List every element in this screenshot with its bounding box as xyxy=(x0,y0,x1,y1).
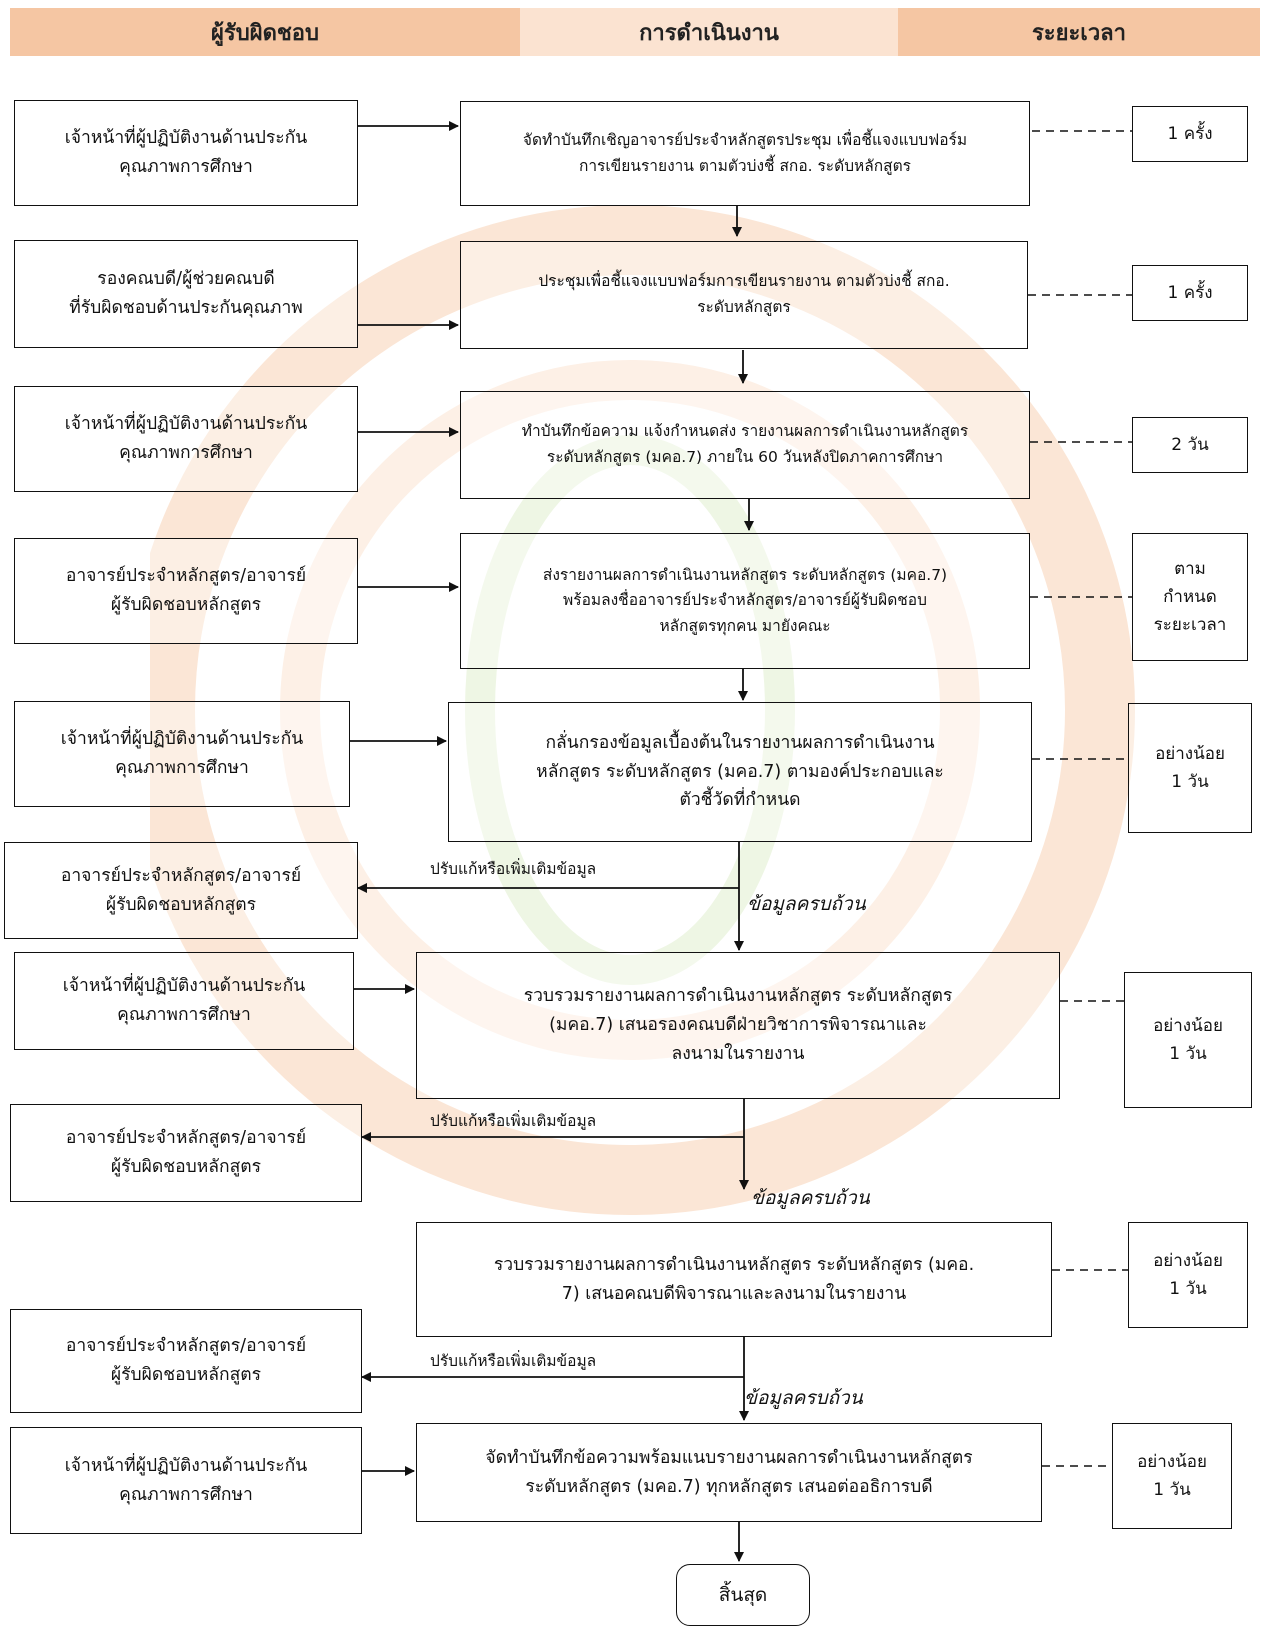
responsible-box-program-lecturer: อาจารย์ประจำหลักสูตร/อาจารย์ ผู้รับผิดชอ… xyxy=(14,538,358,644)
responsible-box-qa-officer: เจ้าหน้าที่ผู้ปฏิบัติงานด้านประกัน คุณภา… xyxy=(14,100,358,206)
header-duration: ระยะเวลา xyxy=(898,8,1260,56)
complete-label: ข้อมูลครบถ้วน xyxy=(747,893,866,915)
revise-label: ปรับแก้หรือเพิ่มเติมข้อมูล xyxy=(430,1352,597,1370)
feedback-box-program-lecturer: อาจารย์ประจำหลักสูตร/อาจารย์ ผู้รับผิดชอ… xyxy=(10,1309,362,1413)
feedback-box-program-lecturer: อาจารย์ประจำหลักสูตร/อาจารย์ ผู้รับผิดชอ… xyxy=(4,842,358,939)
duration-box: อย่างน้อย 1 วัน xyxy=(1128,1222,1248,1328)
action-box-invite-meeting: จัดทำบันทึกเชิญอาจารย์ประจำหลักสูตรประชุ… xyxy=(460,101,1030,206)
responsible-box-qa-officer: เจ้าหน้าที่ผู้ปฏิบัติงานด้านประกัน คุณภา… xyxy=(14,386,358,492)
duration-box: อย่างน้อย 1 วัน xyxy=(1124,972,1252,1108)
action-box-compile-vice-dean: รวบรวมรายงานผลการดำเนินงานหลักสูตร ระดับ… xyxy=(416,952,1060,1099)
complete-label: ข้อมูลครบถ้วน xyxy=(744,1387,863,1409)
responsible-box-qa-officer: เจ้าหน้าที่ผู้ปฏิบัติงานด้านประกัน คุณภา… xyxy=(10,1427,362,1534)
action-box-clarify-meeting: ประชุมเพื่อชี้แจงแบบฟอร์มการเขียนรายงาน … xyxy=(460,241,1028,349)
action-box-submit-report: ส่งรายงานผลการดำเนินงานหลักสูตร ระดับหลั… xyxy=(460,533,1030,669)
responsible-box-qa-officer: เจ้าหน้าที่ผู้ปฏิบัติงานด้านประกัน คุณภา… xyxy=(14,701,350,807)
feedback-box-program-lecturer: อาจารย์ประจำหลักสูตร/อาจารย์ ผู้รับผิดชอ… xyxy=(10,1104,362,1202)
duration-box: อย่างน้อย 1 วัน xyxy=(1128,703,1252,833)
duration-box: อย่างน้อย 1 วัน xyxy=(1112,1423,1232,1529)
duration-box: ตาม กำหนด ระยะเวลา xyxy=(1132,533,1248,661)
action-box-screen-data: กลั่นกรองข้อมูลเบื้องต้นในรายงานผลการดำเ… xyxy=(448,702,1032,842)
duration-box: 2 วัน xyxy=(1132,417,1248,473)
responsible-box-qa-officer: เจ้าหน้าที่ผู้ปฏิบัติงานด้านประกัน คุณภา… xyxy=(14,952,354,1050)
duration-box: 1 ครั้ง xyxy=(1132,265,1248,321)
duration-box: 1 ครั้ง xyxy=(1132,106,1248,162)
revise-label: ปรับแก้หรือเพิ่มเติมข้อมูล xyxy=(430,1112,597,1130)
end-terminal: สิ้นสุด xyxy=(676,1564,810,1626)
complete-label: ข้อมูลครบถ้วน xyxy=(751,1187,870,1209)
revise-label: ปรับแก้หรือเพิ่มเติมข้อมูล xyxy=(430,860,597,878)
header-operation: การดำเนินงาน xyxy=(520,8,898,56)
action-box-deadline-memo: ทำบันทึกข้อความ แจ้งกำหนดส่ง รายงานผลการ… xyxy=(460,391,1030,499)
action-box-compile-dean: รวบรวมรายงานผลการดำเนินงานหลักสูตร ระดับ… xyxy=(416,1222,1052,1337)
action-box-memo-president: จัดทำบันทึกข้อความพร้อมแนบรายงานผลการดำเ… xyxy=(416,1423,1042,1522)
header-responsible: ผู้รับผิดชอบ xyxy=(10,8,520,56)
responsible-box-vice-dean: รองคณบดี/ผู้ช่วยคณบดี ที่รับผิดชอบด้านปร… xyxy=(14,240,358,348)
